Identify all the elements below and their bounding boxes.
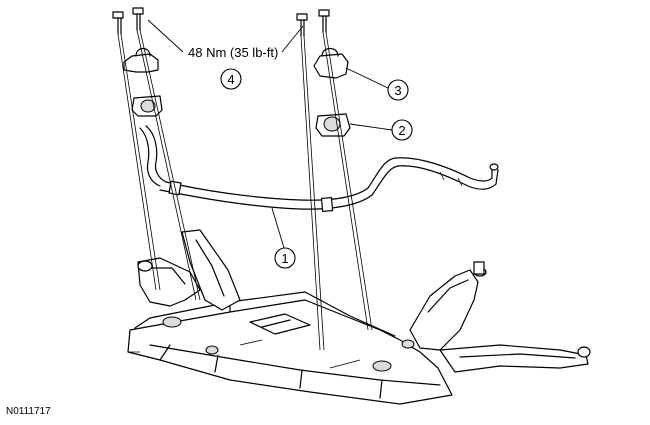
leader-2 (349, 123, 393, 131)
svg-text:1: 1 (281, 251, 288, 266)
leader-1 (271, 207, 285, 249)
torque-label: 48 Nm (35 lb-ft) (188, 45, 278, 60)
callout-3: 3 (387, 79, 409, 101)
callout-4: 4 (220, 68, 242, 90)
callout-1: 1 (274, 247, 296, 269)
torque-leader-left (147, 19, 184, 53)
bolt-left-outer (112, 11, 124, 35)
svg-text:4: 4 (227, 72, 234, 87)
bolt-right-outer (296, 13, 308, 37)
svg-text:3: 3 (394, 83, 401, 98)
callout-2: 2 (391, 119, 413, 141)
bolt-left-inner (132, 7, 144, 31)
leader-3 (345, 67, 389, 89)
subframe (127, 229, 591, 405)
alignment-lines (117, 29, 373, 351)
bolt-right-inner (318, 9, 330, 33)
svg-text:2: 2 (398, 123, 405, 138)
torque-leader-right (281, 25, 304, 53)
figure-id: N0111717 (6, 406, 51, 417)
stabilizer-bar (139, 125, 499, 213)
